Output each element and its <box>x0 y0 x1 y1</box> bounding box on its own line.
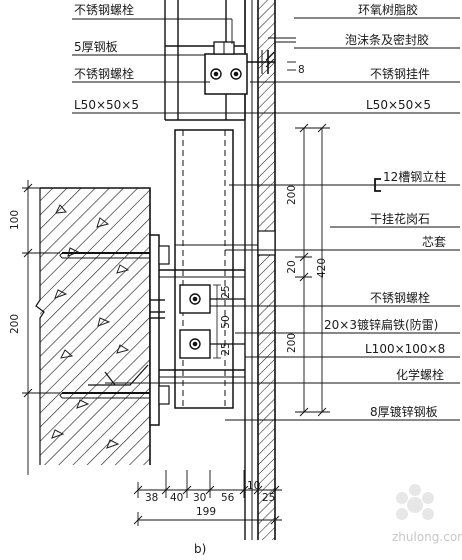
dim-25-top: 25 <box>220 285 232 299</box>
dim-b10: 10 <box>247 480 261 492</box>
dim-50: 50 <box>220 315 232 329</box>
dim-b38: 38 <box>145 492 159 504</box>
dim-b56: 56 <box>221 492 235 504</box>
dim-25-bottom: 25 <box>220 342 232 356</box>
label-bolt-mid: 不锈钢螺栓 <box>74 67 135 81</box>
channel-column <box>174 129 258 409</box>
dim-200-left: 200 <box>9 313 21 335</box>
label-angle-top: L50×50×5 <box>74 98 139 112</box>
lower-bracket <box>88 234 245 426</box>
watermark-logo <box>396 484 434 520</box>
concrete-wall <box>35 187 151 465</box>
inner-dimensions <box>213 284 221 359</box>
dim-b25: 25 <box>262 492 276 504</box>
dim-b30: 30 <box>193 492 207 504</box>
label-angle-right: L50×50×5 <box>366 98 431 112</box>
label-angle-big: L100×100×8 <box>365 342 446 356</box>
label-hanger: 不锈钢挂件 <box>370 67 431 81</box>
label-flat-iron: 20×3镀锌扁铁(防雷) <box>324 318 439 332</box>
label-steel-plate: 8厚镀锌钢板 <box>370 405 438 419</box>
label-granite: 干挂花岗石 <box>370 212 431 226</box>
dim-total: 199 <box>196 506 217 518</box>
watermark-text: zhulong.com <box>392 530 462 544</box>
label-channel: 12槽钢立柱 <box>383 170 447 184</box>
dim-100: 100 <box>9 209 21 231</box>
label-chem-bolt: 化学螺栓 <box>396 368 445 382</box>
bottom-dimensions <box>133 470 282 526</box>
label-plate-5: 5厚钢板 <box>74 40 118 54</box>
left-dimensions <box>22 180 60 475</box>
label-bolt-right: 不锈钢螺栓 <box>370 291 431 305</box>
dim-200-bottom: 200 <box>286 332 298 354</box>
dim-420: 420 <box>316 257 328 279</box>
label-epoxy: 环氧树脂胶 <box>358 3 419 17</box>
label-foam: 泡沫条及密封胶 <box>345 33 430 47</box>
granite-slab <box>244 0 276 540</box>
chemical-bolts <box>59 245 170 405</box>
dim-8: 8 <box>298 64 305 76</box>
dim-200-top: 200 <box>286 184 298 206</box>
label-bolt-top: 不锈钢螺栓 <box>74 3 135 17</box>
figure-caption: b) <box>194 542 207 556</box>
upper-hanger <box>204 37 296 95</box>
label-sleeve: 芯套 <box>422 235 447 249</box>
dim-20: 20 <box>286 260 298 274</box>
dim-b40: 40 <box>170 492 184 504</box>
right-dimensions <box>265 51 330 417</box>
channel-symbol-icon <box>374 178 381 192</box>
leader-lines <box>72 17 460 421</box>
